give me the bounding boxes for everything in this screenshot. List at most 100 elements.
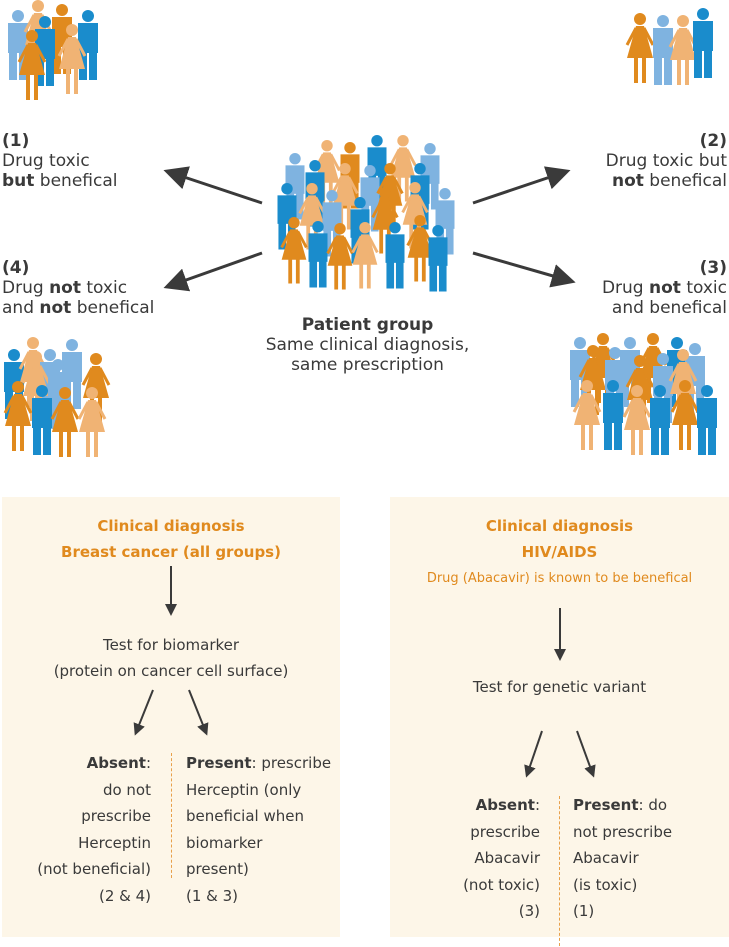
group-3-line2: and benefical (611, 298, 727, 318)
man-figure-icon (693, 8, 713, 78)
result-label: Present (186, 754, 252, 772)
panel-1-title2: Breast cancer (all groups) (61, 543, 281, 561)
result-label: Present (573, 796, 639, 814)
result-text: : (145, 754, 151, 772)
group-3-label: (3) Drug not toxic and benefical (602, 258, 727, 318)
woman-figure-icon (572, 380, 602, 450)
woman-figure-icon (57, 24, 87, 94)
man-figure-icon (697, 385, 717, 455)
result-label: Absent (86, 754, 146, 772)
woman-figure-icon (351, 222, 379, 289)
man-figure-icon (32, 385, 52, 455)
group-2-line1: Drug toxic but (605, 151, 727, 171)
result-line: not prescribe (573, 822, 673, 841)
result-line: (1 & 3) (186, 886, 239, 905)
patient-group-line1: Same clinical diagnosis, (265, 335, 470, 355)
arrow-to-present (576, 730, 596, 778)
group-1-label: (1) Drug toxic but benefical (2, 131, 118, 191)
people-group-1-icon (8, 0, 98, 100)
man-figure-icon (385, 222, 405, 289)
result-line: Abacavir (573, 849, 639, 867)
group-4-bold: not (49, 278, 81, 298)
group-1-line1: Drug toxic (2, 151, 90, 171)
patient-group-title: Patient group (301, 315, 434, 335)
result-line: (not beneficial) (37, 860, 151, 878)
group-3-number: (3) (699, 258, 727, 278)
result-line: Herceptin (only (186, 780, 302, 799)
woman-figure-icon (3, 381, 33, 451)
panel-1-test1: Test for biomarker (102, 636, 240, 654)
woman-figure-icon (622, 385, 652, 455)
result-line: Absent: (400, 792, 540, 819)
result-line: (2 & 4) (98, 886, 151, 905)
biomarker-test: Test for biomarker (protein on cancer ce… (2, 632, 340, 684)
group-2-number: (2) (699, 131, 727, 151)
group-2-bold: not (611, 171, 644, 191)
result-line: (1) (573, 902, 595, 920)
man-figure-icon (308, 221, 328, 288)
patient-group-line2: same prescription (291, 355, 444, 375)
result-line: Present: do (573, 792, 723, 819)
patient-group-icon (277, 135, 455, 292)
woman-figure-icon (625, 13, 655, 83)
patient-group-label: Patient group Same clinical diagnosis, s… (235, 315, 500, 375)
group-3-text: Drug (601, 278, 649, 298)
group-4-label: (4) Drug not toxic and not benefical (2, 258, 154, 318)
group-2-label: (2) Drug toxic but not benefical (606, 131, 727, 191)
woman-figure-icon (17, 30, 47, 100)
result-line: Herceptin (78, 833, 151, 852)
arrow-to-group-4 (163, 251, 263, 292)
result-line: Absent: (10, 750, 151, 777)
arrow-to-group-2 (472, 166, 571, 205)
arrow-to-present (188, 689, 209, 736)
man-figure-icon (650, 385, 670, 455)
top-arrows (163, 166, 576, 292)
group-4-bold: not (39, 298, 72, 318)
result-line: (not toxic) (463, 875, 540, 894)
result-line: (is toxic) (573, 875, 638, 894)
panel-1-test2: (protein on cancer cell surface) (53, 662, 289, 680)
panel-1-arrows (133, 566, 209, 736)
result-line: present) (186, 860, 249, 878)
group-4-text: Drug (2, 278, 50, 298)
result-text: : do (638, 796, 668, 814)
arrow-to-group-1 (163, 166, 263, 205)
hiv-aids-title: Clinical diagnosis HIV/AIDS (390, 513, 729, 565)
hiv-aids-subtitle: Drug (Abacavir) is known to be benefical (426, 571, 693, 586)
panel-2-title1: Clinical diagnosis (485, 517, 634, 535)
woman-figure-icon (326, 223, 354, 290)
result-line: Abacavir (474, 849, 540, 867)
man-figure-icon (603, 380, 623, 450)
panel-2-title2: HIV/AIDS (521, 543, 598, 561)
man-figure-icon (428, 225, 448, 292)
woman-figure-icon (77, 387, 107, 457)
people-group-2-icon (625, 8, 713, 85)
group-4-text: benefical (71, 298, 155, 318)
genetic-variant-test: Test for genetic variant (472, 678, 647, 696)
arrow-to-absent (133, 689, 154, 736)
group-2-line2: benefical (643, 171, 727, 191)
panel-2-arrows (524, 608, 596, 778)
woman-figure-icon (406, 215, 434, 282)
arrow-to-absent (524, 730, 543, 778)
group-4-number: (4) (2, 258, 30, 278)
panel-1-divider (171, 753, 172, 878)
result-line: biomarker (186, 833, 263, 852)
woman-figure-icon (670, 380, 700, 450)
group-1-line2: benefical (34, 171, 118, 191)
result-line: beneficial when (186, 807, 304, 825)
group-3-text: toxic (680, 278, 727, 298)
result-line: do not (102, 780, 151, 799)
result-text: : (534, 796, 540, 814)
woman-figure-icon (280, 217, 308, 284)
result-line: (3) (518, 902, 540, 920)
arrow-to-group-3 (472, 251, 576, 288)
group-4-text: toxic (80, 278, 128, 298)
result-line: Present: prescribe (186, 750, 346, 777)
group-1-bold: but (2, 171, 35, 191)
group-4-text: and (2, 298, 40, 318)
